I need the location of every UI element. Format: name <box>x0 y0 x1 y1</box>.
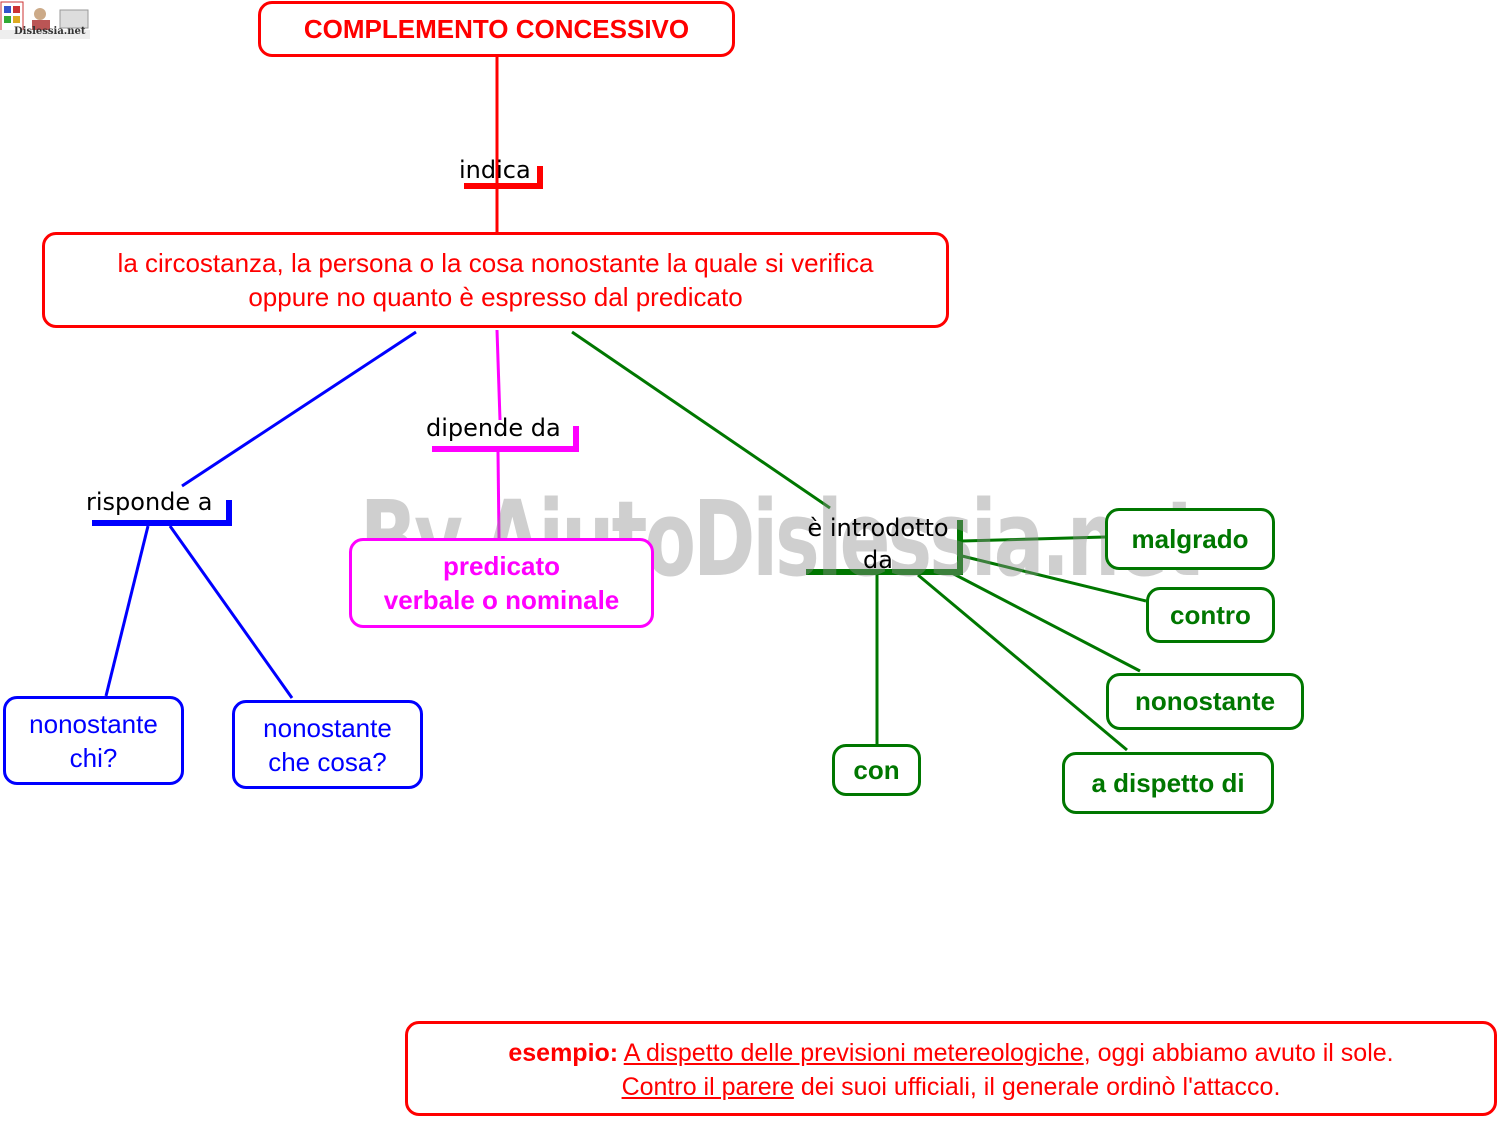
introducer-box-contro: contro <box>1146 587 1275 643</box>
definition-line-2: oppure no quanto è espresso dal predicat… <box>248 282 743 312</box>
logo-text: Dislessia.net <box>14 26 86 37</box>
question-box-che-cosa: nonostante che cosa? <box>232 700 423 789</box>
logo-graphic <box>0 1 90 39</box>
example-box: esempio: A dispetto delle previsioni met… <box>405 1021 1497 1116</box>
introducer-box-malgrado: malgrado <box>1105 508 1275 570</box>
example-line-2: Contro il parere dei suoi ufficiali, il … <box>408 1070 1494 1104</box>
introducer-a-dispetto-di: a dispetto di <box>1091 767 1245 798</box>
link-introdotto-line2: da <box>863 546 893 574</box>
introducer-malgrado: malgrado <box>1131 523 1249 554</box>
introducer-box-a-dispetto-di: a dispetto di <box>1062 752 1274 814</box>
question-chi-line-2: chi? <box>69 742 118 773</box>
example-s1-underlined: A dispetto delle previsioni metereologic… <box>623 1039 1084 1067</box>
example-line-1: esempio: A dispetto delle previsioni met… <box>408 1036 1494 1070</box>
example-s2-underlined: Contro il parere <box>621 1073 794 1101</box>
question-chi-line-1: nonostante <box>29 708 158 739</box>
example-s2-rest: dei suoi ufficiali, il generale ordinò l… <box>793 1073 1281 1101</box>
introducer-nonostante: nonostante <box>1134 686 1276 716</box>
introducer-contro: contro <box>1170 599 1251 630</box>
example-label: esempio: <box>508 1039 619 1067</box>
title-text: COMPLEMENTO CONCESSIVO <box>303 13 690 44</box>
predicate-line-1: predicato <box>442 551 561 581</box>
link-indica: indica <box>459 156 531 184</box>
question-che-cosa-line-1: nonostante <box>263 712 392 743</box>
definition-box: la circostanza, la persona o la cosa non… <box>42 232 949 328</box>
introducer-box-nonostante: nonostante <box>1106 673 1304 730</box>
introducer-box-con: con <box>832 744 921 796</box>
predicate-line-2: verbale o nominale <box>383 585 620 615</box>
link-risponde-a: risponde a <box>86 488 213 516</box>
introducer-con: con <box>853 754 900 785</box>
link-dipende-da: dipende da <box>426 414 561 442</box>
title-box: COMPLEMENTO CONCESSIVO <box>258 1 735 57</box>
question-box-chi: nonostante chi? <box>3 696 184 785</box>
link-introdotto-line1: è introdotto <box>807 514 949 542</box>
question-che-cosa-line-2: che cosa? <box>268 746 387 777</box>
predicate-box: predicato verbale o nominale <box>349 538 654 628</box>
link-introdotto: è introdotto da <box>800 512 956 576</box>
definition-line-1: la circostanza, la persona o la cosa non… <box>117 248 874 278</box>
site-logo: Dislessia.net <box>0 0 90 40</box>
example-s1-rest: , oggi abbiamo avuto il sole. <box>1083 1039 1394 1067</box>
